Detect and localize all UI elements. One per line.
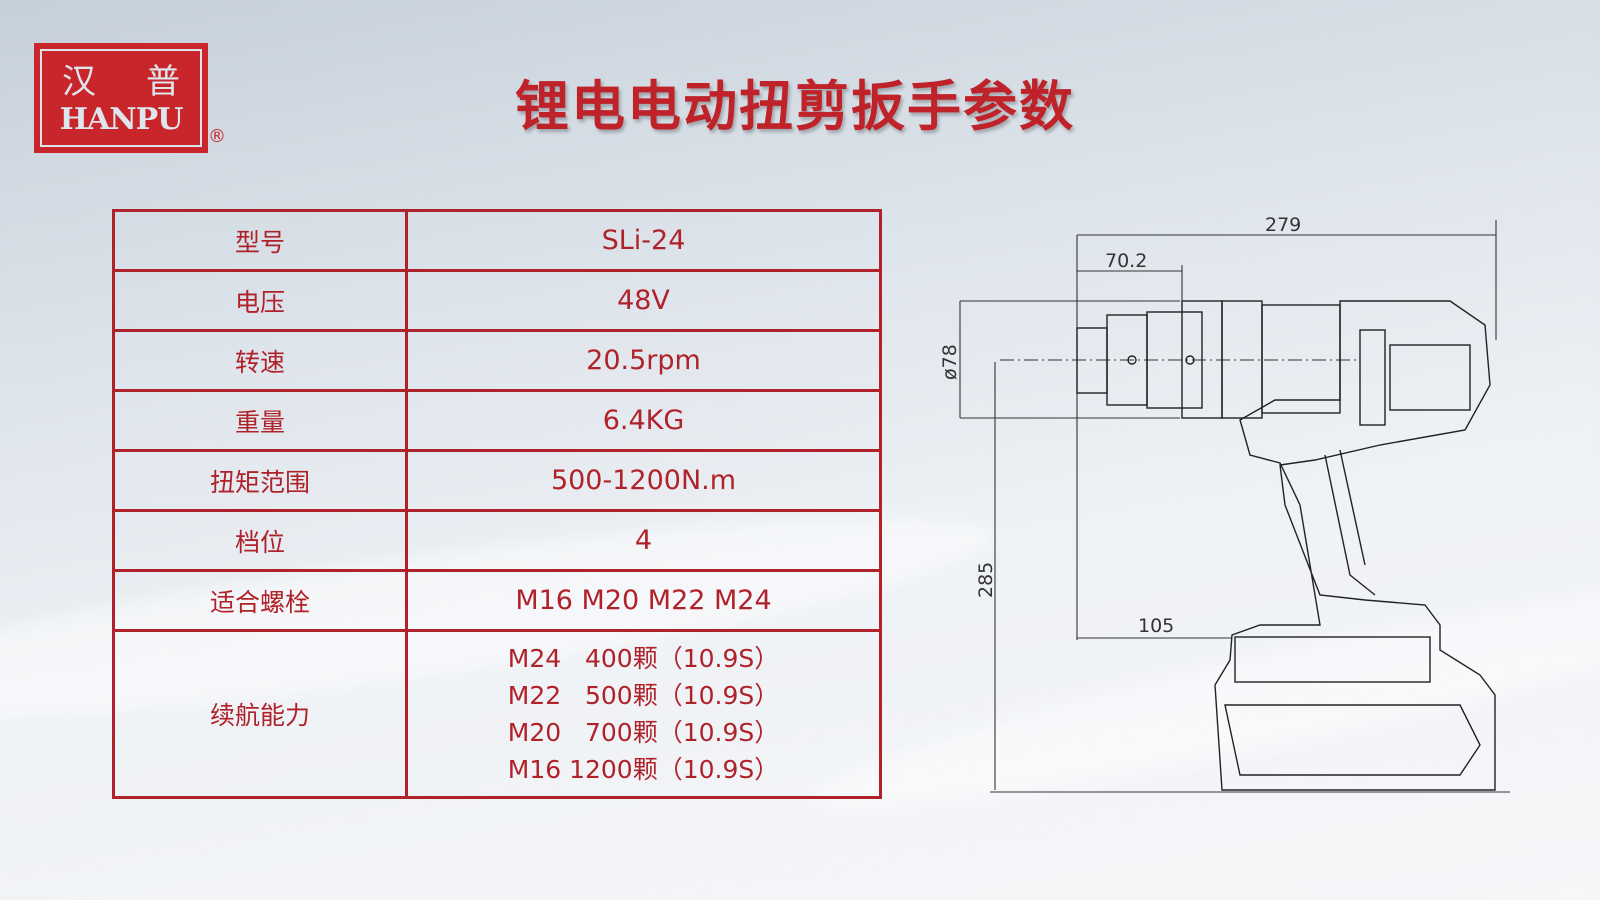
logo-text: HANPU (43, 102, 199, 137)
dim-height: 285 (975, 562, 997, 598)
spec-value: M24 400颗（10.9S） M22 500颗（10.9S） M20 700颗… (405, 629, 882, 799)
spec-value: 500-1200N.m (405, 449, 882, 512)
dimension-lines (959, 220, 1510, 793)
spec-label: 转速 (112, 329, 408, 392)
spec-label: 电压 (112, 269, 408, 332)
wrench-outline (1076, 300, 1496, 791)
endurance-line: M24 400颗（10.9S） (507, 644, 780, 673)
endurance-line: M22 500颗（10.9S） (507, 681, 780, 710)
wrench-technical-drawing: 279 70.2 105 ø78 285 (939, 214, 1510, 793)
spec-value: 4 (405, 509, 882, 572)
logo-char: 普 (146, 62, 180, 102)
spec-value: 6.4KG (405, 389, 882, 452)
dim-length: 279 (1265, 214, 1301, 236)
spec-label: 续航能力 (112, 629, 408, 799)
spec-label: 型号 (112, 209, 408, 272)
spec-label: 适合螺栓 (112, 569, 408, 632)
spec-label: 重量 (112, 389, 408, 452)
spec-label: 档位 (112, 509, 408, 572)
table-row: 续航能力 M24 400颗（10.9S） M22 500颗（10.9S） M20… (112, 629, 882, 799)
logo-char: 汉 (62, 62, 96, 102)
spec-value: 48V (405, 269, 882, 332)
registered-mark: ® (208, 126, 226, 147)
dim-diameter: ø78 (939, 344, 961, 380)
page-title: 锂电电动扭剪扳手参数 (515, 75, 1075, 138)
endurance-line: M20 700颗（10.9S） (507, 718, 780, 747)
spec-label: 扭矩范围 (112, 449, 408, 512)
spec-value: 20.5rpm (405, 329, 882, 392)
dim-head: 70.2 (1105, 250, 1147, 272)
dim-offset: 105 (1138, 615, 1174, 637)
spec-value: M16 M20 M22 M24 (405, 569, 882, 632)
hanpu-logo: 汉 普 HANPU (34, 43, 208, 153)
spec-value: SLi-24 (405, 209, 882, 272)
endurance-line: M16 1200颗（10.9S） (507, 755, 780, 784)
